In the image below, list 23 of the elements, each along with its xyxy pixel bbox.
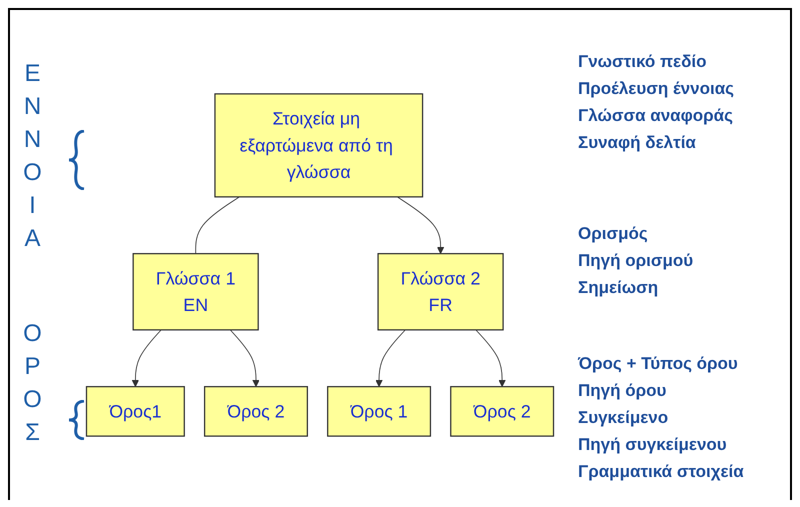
node-box: Γλώσσα 1 EN (132, 253, 259, 330)
field-name: Όρος + Τύπος όρου (578, 353, 738, 375)
field-name: Γλώσσα αναφοράς (578, 105, 733, 127)
field-name: Σημείωση (578, 277, 658, 299)
field-name: Γραμματικά στοιχεία (578, 461, 744, 483)
arrow (230, 329, 260, 387)
field-name: Πηγή συγκείμενου (578, 434, 727, 456)
arrow (396, 196, 444, 254)
arrow (375, 329, 406, 387)
field-name: Γνωστικό πεδίο (578, 51, 706, 73)
field-name: Πηγή ορισμού (578, 250, 694, 272)
field-name: Προέλευση έννοιας (578, 78, 734, 100)
connector (195, 196, 240, 254)
field-name: Ορισμός (578, 223, 648, 245)
field-name: Πηγή όρου (578, 380, 666, 402)
node-box: Στοιχεία μη εξαρτώμενα από τη γλώσσα (214, 93, 424, 198)
node-box: Γλώσσα 2 FR (377, 253, 504, 330)
field-name: Συναφή δελτία (578, 132, 696, 154)
arrow (475, 329, 506, 387)
vertical-heading: ΟΡΟΣ (18, 320, 46, 452)
vertical-heading: ΕΝΝΟΙΑ (18, 60, 46, 258)
field-name: Συγκείμενο (578, 407, 668, 429)
arrow (132, 329, 162, 387)
